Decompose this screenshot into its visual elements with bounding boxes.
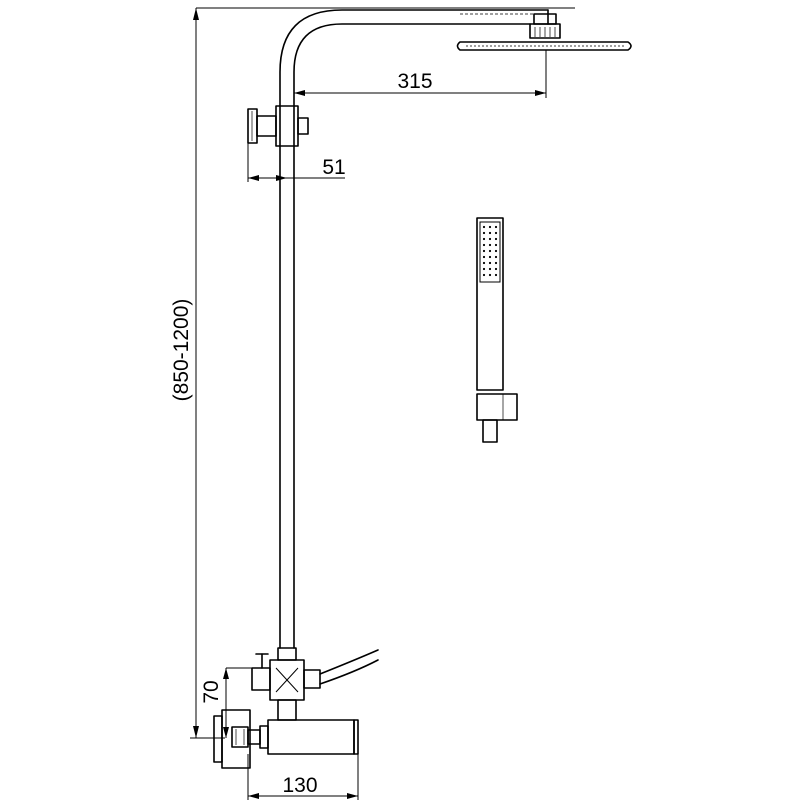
head-reach-label: 315 xyxy=(397,70,432,93)
valve-depth-label: 130 xyxy=(282,774,317,797)
valve-height-label: 70 xyxy=(200,680,223,703)
bracket-offset-dimension: 51 xyxy=(247,143,346,182)
hand-shower-nozzles xyxy=(482,225,498,277)
overall-height-dimension: (850-1200) xyxy=(170,7,575,739)
head-reach-dimension: 315 xyxy=(294,50,547,98)
overall-height-label: (850-1200) xyxy=(170,299,193,402)
valve-depth-dimension: 130 xyxy=(247,754,359,800)
hand-shower xyxy=(476,217,518,443)
shower-hose xyxy=(319,649,379,685)
overhead-shower-head xyxy=(456,13,632,51)
diverter xyxy=(251,647,321,721)
thermostatic-valve xyxy=(213,709,359,769)
riser-pipe xyxy=(279,9,549,649)
valve-height-dimension: 70 xyxy=(200,667,270,738)
sliding-bracket xyxy=(247,105,309,147)
bracket-offset-label: 51 xyxy=(322,156,345,179)
